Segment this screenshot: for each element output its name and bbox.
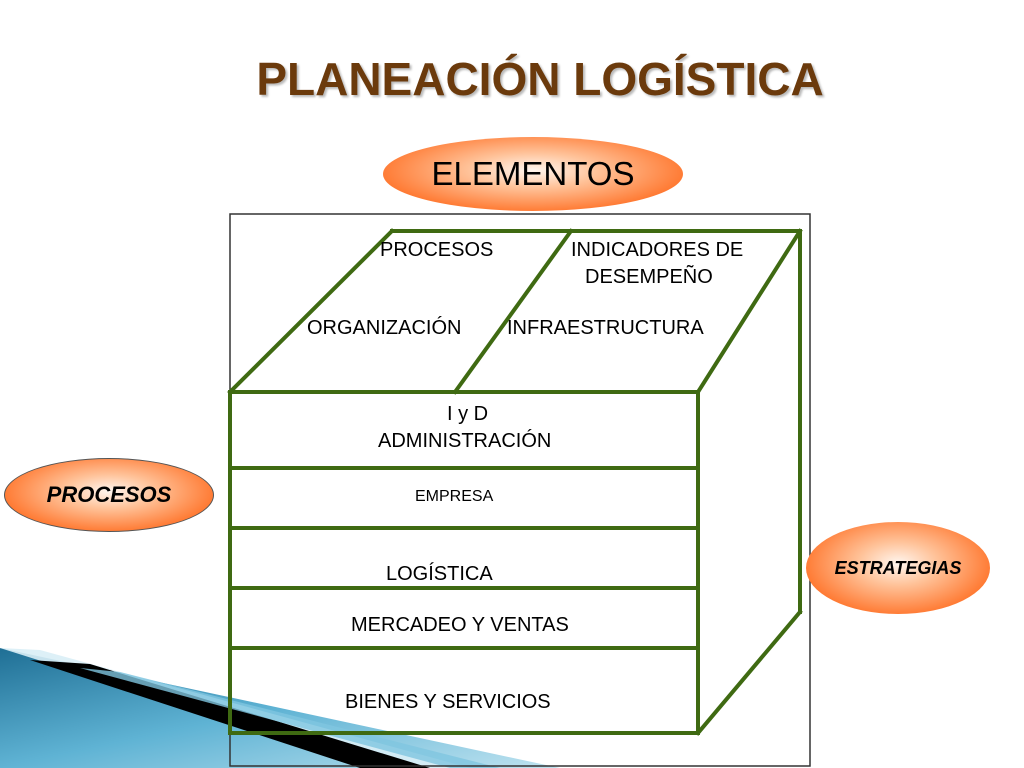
logistica-label: LOGÍSTICA xyxy=(386,563,493,585)
side-face-bottom-edge xyxy=(695,609,803,736)
elementos-label: ELEMENTOS xyxy=(431,155,635,192)
top-face-middle-edge xyxy=(452,228,574,395)
mercadeo-label: MERCADEO Y VENTAS xyxy=(351,614,569,636)
top-procesos-label: PROCESOS xyxy=(380,239,494,261)
top-face-right-edge xyxy=(695,228,803,395)
bienes-label: BIENES Y SERVICIOS xyxy=(345,691,551,713)
procesos-oval: PROCESOS xyxy=(4,458,214,532)
estrategias-oval: ESTRATEGIAS xyxy=(806,522,990,614)
estrategias-label: ESTRATEGIAS xyxy=(834,557,962,578)
top-face-left-edge xyxy=(227,228,395,395)
indicadores-label-line2: DESEMPEÑO xyxy=(585,266,713,288)
organizacion-label: ORGANIZACIÓN xyxy=(307,317,462,339)
diagram-frame xyxy=(229,213,811,767)
procesos-label: PROCESOS xyxy=(46,482,172,507)
elementos-oval: ELEMENTOS xyxy=(383,137,683,211)
infraestructura-label: INFRAESTRUCTURA xyxy=(507,317,704,339)
indicadores-label-line1: INDICADORES DE xyxy=(571,239,744,261)
empresa-label: EMPRESA xyxy=(415,488,494,505)
administracion-label: ADMINISTRACIÓN xyxy=(378,430,552,452)
iyd-label: I y D xyxy=(447,403,489,425)
page-title: PLANEACIÓN LOGÍSTICA xyxy=(256,53,824,105)
